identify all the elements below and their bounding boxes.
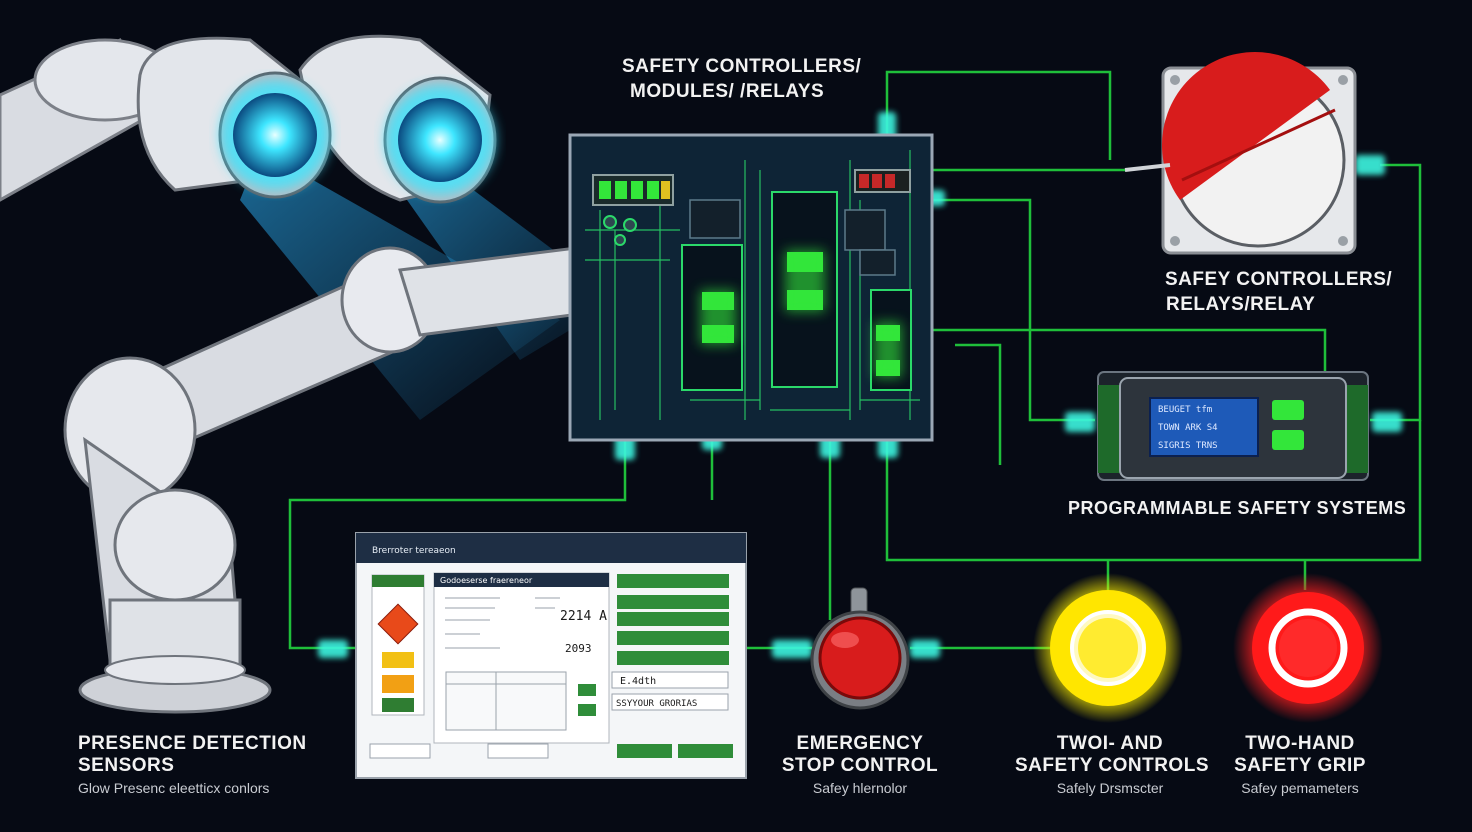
grip-label-2: SAFETY GRIP — [1234, 755, 1366, 776]
hmi-readout-1: 2214 A — [560, 609, 607, 624]
hmi-field-2: SSYYOUR GRORIAS — [616, 699, 697, 709]
hmi-panel-header: Godoeserse fraereneor — [440, 576, 533, 585]
presence-label-1: PRESENCE DETECTION — [78, 733, 307, 754]
robot-arm-icon — [0, 34, 665, 714]
grip-sublabel: Safey pemameters — [1241, 780, 1359, 796]
controllers-top-label-2: MODULES/ /RELAYS — [630, 81, 825, 102]
hmi-screen: Brerroter tereaeon Godoeserse fraereneor… — [355, 532, 747, 779]
circuit-board-icon — [568, 133, 934, 442]
grip-label-1: TWO-HAND — [1245, 733, 1355, 754]
relay-line-2: TOWN ARK S4 — [1158, 423, 1218, 433]
twohand-label-2: SAFETY CONTROLS — [1015, 755, 1209, 776]
hmi-window-title: Brerroter tereaeon — [372, 546, 456, 556]
estop-label-2: STOP CONTROL — [781, 755, 939, 776]
relay-line-3: SIGRIS TRNS — [1158, 441, 1218, 451]
presence-sublabel: Glow Presenc eleetticx conlors — [78, 780, 270, 796]
controllers-top-label-1: SAFETY CONTROLLERS/ — [622, 56, 862, 77]
estop-sublabel: Safey hlernolor — [812, 780, 908, 796]
presence-label-2: SENSORS — [78, 755, 175, 776]
estop-label-1: EMERGENCY — [796, 733, 924, 754]
controllers-right-label-2: RELAYS/RELAY — [1166, 294, 1316, 315]
estop-button-icon — [810, 587, 910, 710]
twohand-label-1: TWOI- AND — [1056, 733, 1164, 754]
hmi-readout-2: 2093 — [565, 642, 592, 655]
relay-module-icon: BEUGET tfm TOWN ARK S4 SIGRIS TRNS — [1097, 371, 1369, 481]
controllers-right-label-1: SAFEY CONTROLLERS/ — [1165, 269, 1393, 290]
red-button-icon — [1233, 573, 1383, 723]
relay-line-1: BEUGET tfm — [1158, 405, 1212, 415]
yellow-button-icon — [1033, 573, 1183, 723]
presence-sensor-icon — [136, 34, 497, 204]
warning-icon — [377, 603, 419, 645]
emergency-stop-icon — [1124, 51, 1357, 255]
twohand-sublabel: Safely Drsmscter — [1056, 780, 1164, 796]
programmable-label: PROGRAMMABLE SAFETY SYSTEMS — [1068, 498, 1407, 518]
hmi-field-1: E.4dth — [620, 676, 656, 687]
